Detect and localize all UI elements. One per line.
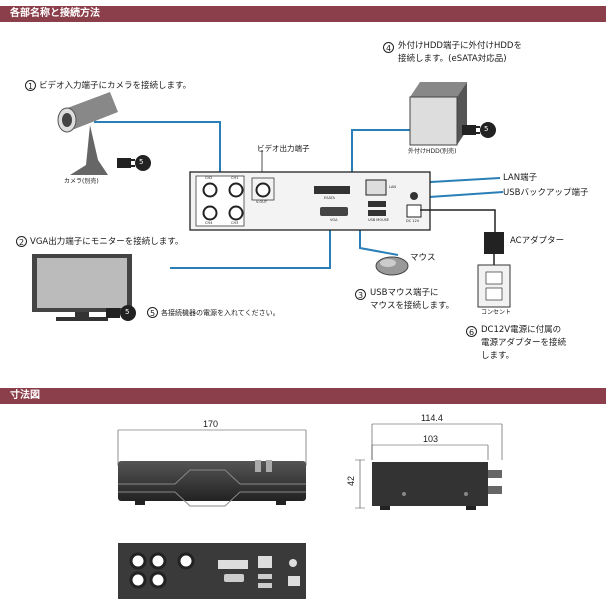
- step-6-text: DC12V電源に付属の 電源アダプターを接続 します。: [481, 324, 566, 363]
- usb-backup-label: USBバックアップ端子: [503, 188, 589, 198]
- port-label-ch4: CH4: [205, 221, 213, 225]
- vga-port: [320, 207, 348, 216]
- step-3-number: 3: [355, 289, 369, 300]
- mouse-illustration: [375, 256, 409, 276]
- esata-port: [314, 186, 350, 194]
- power-badge-camera: 5: [139, 158, 144, 166]
- port-label-esata: ESATA: [324, 196, 335, 200]
- usb-port-2: [368, 210, 386, 216]
- camera-illustration: [57, 92, 118, 175]
- power-badge-monitor: 5: [125, 308, 130, 316]
- dvr-back-panel: [189, 171, 431, 231]
- port-label-ch1: CH1: [231, 176, 239, 180]
- hdd-illustration: [409, 82, 467, 146]
- ac-adapter-illustration: [420, 209, 511, 308]
- side-view: [372, 462, 502, 510]
- bnc-ports: [202, 182, 271, 221]
- step-2-number: 2: [16, 236, 27, 247]
- port-label-lan: LAN: [389, 185, 397, 189]
- power-badge-hdd: 5: [484, 125, 489, 133]
- port-label-vga: VGA: [330, 218, 338, 222]
- back-view: [118, 543, 306, 599]
- dimension-lines: [117, 423, 503, 509]
- mouse-label: マウス: [410, 253, 436, 263]
- usb-port-1: [368, 201, 386, 207]
- hdd-label: 外付けHDD(別売): [408, 148, 457, 155]
- video-out-label: ビデオ出力端子: [257, 144, 310, 153]
- dimension-height: 42: [346, 475, 356, 486]
- vga-cable: [170, 218, 331, 269]
- ac-adapter-label: ACアダプター: [510, 236, 565, 246]
- power-jack: [410, 192, 418, 200]
- lan-port: [365, 179, 387, 196]
- dimension-depth-body: 103: [423, 434, 439, 444]
- step-2-text: VGA出力端子にモニターを接続します。: [30, 237, 184, 247]
- step-3-text: USBマウス端子に マウスを接続します。: [370, 287, 454, 313]
- step-6-number: 6: [466, 326, 480, 337]
- power-plug-hdd: [462, 122, 496, 138]
- lan-label: LAN端子: [503, 173, 538, 183]
- step-3-line-2: マウスを接続します。: [370, 301, 455, 311]
- step-4-line-2: 接続します。(eSATA対応品): [398, 54, 507, 64]
- step-4-number: 4: [383, 42, 397, 53]
- front-view: [118, 460, 306, 507]
- dimension-depth-total: 114.4: [421, 413, 443, 423]
- port-label-usb-mouse: USB MOUSE: [368, 218, 390, 222]
- step-5-number: 5: [147, 307, 158, 318]
- step-6-line-1: DC12V電源に付属の: [481, 325, 562, 335]
- outlet-label: コンセント: [481, 309, 512, 316]
- port-label-vout: V-OUT: [256, 200, 268, 204]
- port-label-ch3: CH3: [231, 221, 239, 225]
- monitor-illustration: [32, 254, 132, 321]
- step-4-text: 外付けHDD端子に外付けHDDを 接続します。(eSATA対応品): [398, 40, 522, 66]
- connections-section-title: 各部名称と接続方法: [0, 6, 606, 22]
- camera-label: カメラ(別売): [64, 178, 99, 185]
- step-6-line-2: 電源アダプターを接続: [481, 338, 567, 348]
- step-1-text: ビデオ入力端子にカメラを接続します。: [39, 81, 192, 91]
- step-6-line-3: します。: [481, 351, 515, 361]
- step-5-text: 各接続機器の電源を入れてください。: [161, 309, 280, 317]
- power-plug-monitor: [106, 305, 136, 321]
- camera-cable: [94, 115, 221, 178]
- step-3-line-1: USBマウス端子に: [370, 288, 439, 298]
- step-4-line-1: 外付けHDD端子に外付けHDDを: [398, 41, 522, 51]
- dimension-width: 170: [203, 419, 219, 429]
- dimensions-section-title: 寸法図: [0, 388, 606, 404]
- port-label-dc12v: DC 12V: [406, 219, 420, 223]
- step-1-number: 1: [25, 80, 36, 91]
- port-label-ch2: CH2: [205, 176, 213, 180]
- power-plug-camera: [117, 155, 151, 171]
